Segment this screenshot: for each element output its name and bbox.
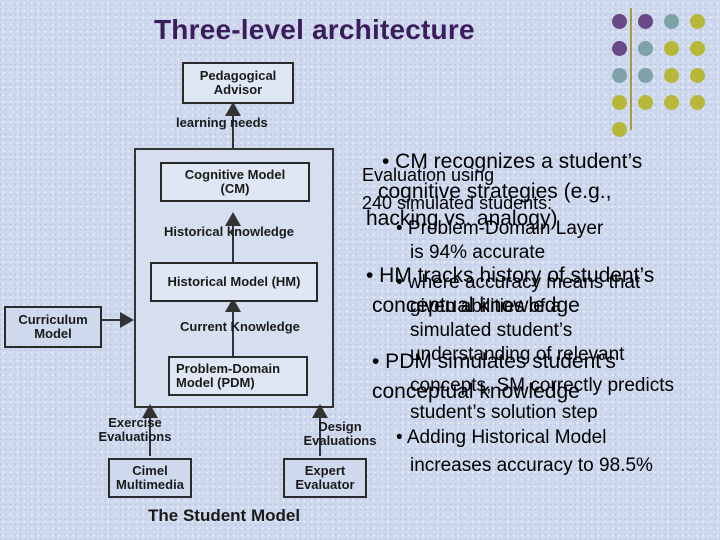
cimel-multimedia-box: Cimel Multimedia xyxy=(108,458,192,498)
decorative-dot xyxy=(638,14,653,29)
overlay-text-13: understanding of relevant xyxy=(410,344,625,365)
expert-evaluator-box: Expert Evaluator xyxy=(283,458,367,498)
decorative-dot xyxy=(664,14,679,29)
problem-domain-model-label: Problem-Domain Model (PDM) xyxy=(176,361,281,390)
overlay-text-17: student’s solution step xyxy=(410,402,598,423)
decorative-dot xyxy=(690,68,705,83)
overlay-text-10: conceptual knowledge xyxy=(372,294,580,317)
overlay-text-2: Evaluation using xyxy=(362,165,495,185)
historical-model-label: Historical Model (HM) xyxy=(167,274,301,289)
overlay-text-1: • CM recognizes a student’s xyxy=(382,150,643,173)
overlay-text-8: • HM tracks history of student’s xyxy=(366,264,655,287)
curriculum-model-box: Curriculum Model xyxy=(4,306,102,348)
overlay-text-7: is 94% accurate xyxy=(410,242,546,263)
overlay-text-16: conceptual knowledge xyxy=(372,380,580,403)
decorative-dot xyxy=(638,68,653,83)
decorative-dot xyxy=(690,14,705,29)
overlay-text-19: increases accuracy to 98.5% xyxy=(410,455,653,476)
learning-needs-label: learning needs xyxy=(176,115,268,130)
decorative-dot xyxy=(690,95,705,110)
decorative-dot xyxy=(612,41,627,56)
overlay-text-5: hacking vs. analogy) xyxy=(366,207,558,230)
curriculum-model-label: Curriculum Model xyxy=(18,312,88,341)
overlay-text-6: • Problem-Domain Layer xyxy=(396,218,604,239)
overlay-text-4: 240 simulated students: xyxy=(362,193,553,213)
design-evaluations-label: Design Evaluations xyxy=(303,419,377,448)
decorative-dot xyxy=(638,95,653,110)
decorative-dot xyxy=(664,68,679,83)
cimel-multimedia-label: Cimel Multimedia xyxy=(116,463,184,492)
decorative-dot xyxy=(612,95,627,110)
current-knowledge-label: Current Knowledge xyxy=(180,319,300,334)
decorative-dot xyxy=(612,14,627,29)
exercise-evaluations-label: Exercise Evaluations xyxy=(98,415,172,444)
pedagogical-advisor-label: Pedagogical Advisor xyxy=(199,68,277,97)
historical-model-box: Historical Model (HM) xyxy=(150,262,318,302)
pedagogical-advisor-box: Pedagogical Advisor xyxy=(182,62,294,104)
overlay-text-15: concepts, SM correctly predicts xyxy=(410,375,674,396)
decorative-dot xyxy=(690,41,705,56)
overlay-text-12: simulated student’s xyxy=(410,320,573,341)
decorative-vertical-line xyxy=(630,8,632,130)
student-model-caption: The Student Model xyxy=(148,506,301,525)
overlay-text-11: given abilities of a xyxy=(410,296,562,317)
overlay-text-14: • PDM simulates student’s xyxy=(372,350,616,373)
overlay-text-3: cognitive strategies (e.g., xyxy=(378,180,612,203)
cognitive-model-label: Cognitive Model (CM) xyxy=(184,167,286,196)
decorative-dot xyxy=(612,68,627,83)
expert-evaluator-label: Expert Evaluator xyxy=(295,463,355,492)
problem-domain-model-box: Problem-Domain Model (PDM) xyxy=(168,356,308,396)
historical-knowledge-label: Historical knowledge xyxy=(164,224,295,239)
decorative-dot xyxy=(638,41,653,56)
decorative-dot xyxy=(664,41,679,56)
decorative-dot xyxy=(664,95,679,110)
slide-title: Three-level architecture xyxy=(154,14,475,45)
overlay-text-9: • where accuracy means that xyxy=(396,272,641,293)
decorative-dot xyxy=(612,122,627,137)
overlay-text-18: • Adding Historical Model xyxy=(396,427,607,448)
cognitive-model-box: Cognitive Model (CM) xyxy=(160,162,310,202)
